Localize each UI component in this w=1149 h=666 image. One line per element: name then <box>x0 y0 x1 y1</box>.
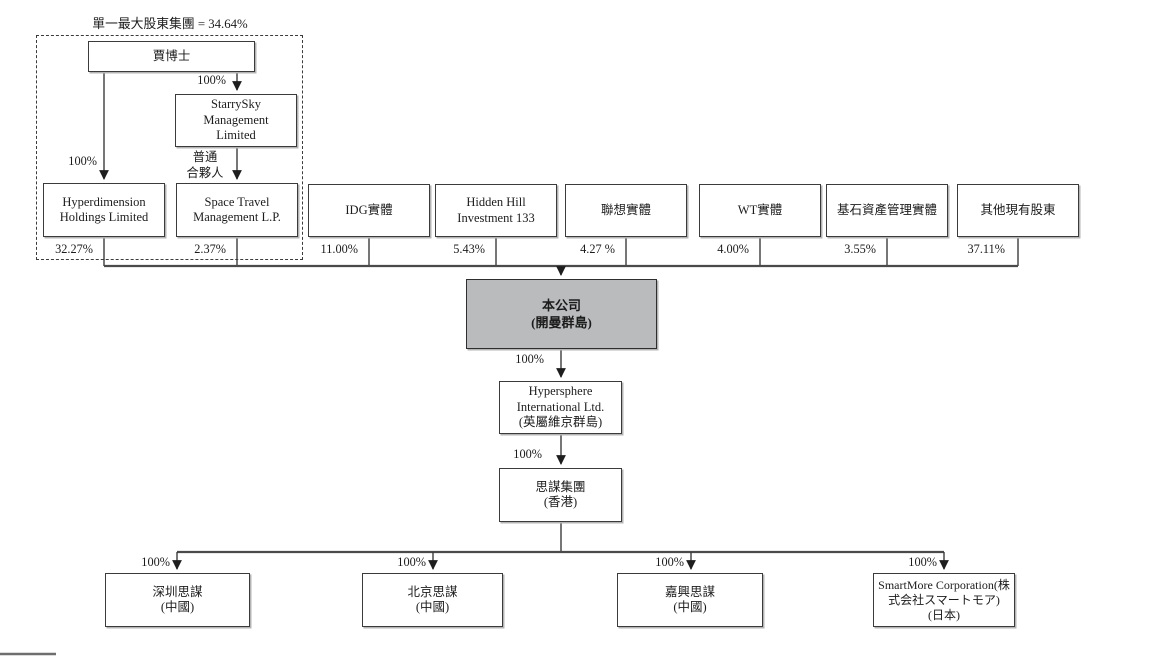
node-hyperdimension: Hyperdimension Holdings Limited <box>43 183 165 237</box>
pct-hiddenhill: 5.43% <box>453 242 485 256</box>
node-idg: IDG實體 <box>308 184 430 237</box>
node-japan-line2: 式会社スマートモア) <box>888 592 1000 607</box>
node-spacetravel-line2: Management L.P. <box>193 210 281 224</box>
node-jiaxing-line2: (中國) <box>673 600 707 614</box>
edge-label-smgroup-beijing: 100% <box>397 555 426 569</box>
node-others-label: 其他現有股東 <box>980 202 1056 217</box>
pct-lenovo: 4.27 % <box>580 242 615 256</box>
edge-label-smgroup-japan: 100% <box>908 555 937 569</box>
node-hypersphere-line3: (英屬維京群島) <box>518 415 603 430</box>
pct-cornerstone: 3.55% <box>844 242 876 256</box>
node-starrysky-line1: StarrySky <box>211 97 261 112</box>
edge-label-smgroup-jiaxing: 100% <box>655 555 684 569</box>
node-smgroup-line2: (香港) <box>543 495 578 509</box>
node-wt: WT實體 <box>699 184 821 237</box>
edge-label-hypersphere-smgroup: 100% <box>513 447 542 461</box>
pct-idg: 11.00% <box>320 242 358 256</box>
node-smgroup: 思謀集團 (香港) <box>499 468 622 522</box>
node-hiddenhill: Hidden Hill Investment 133 <box>435 184 557 237</box>
node-hiddenhill-line2: Investment 133 <box>457 210 535 225</box>
node-company-line1: 本公司 <box>541 298 581 313</box>
node-hyperdimension-line2: Holdings Limited <box>59 210 149 224</box>
node-beijing-line2: (中國) <box>415 600 450 614</box>
pct-hyperdimension: 32.27% <box>55 242 93 256</box>
node-cornerstone: 基石資產管理實體 <box>826 184 948 237</box>
node-hypersphere-line1: Hypersphere <box>528 384 593 399</box>
node-starrysky-line2: Management <box>203 112 269 127</box>
node-spacetravel: Space Travel Management L.P. <box>176 183 298 237</box>
node-shenzhen-line1: 深圳思謀 <box>152 584 203 599</box>
node-company: 本公司 (開曼群島) <box>466 279 657 349</box>
node-company-line2: (開曼群島) <box>531 315 592 330</box>
node-founder: 賈博士 <box>88 41 255 72</box>
edge-label-founder-hyperdimension: 100% <box>68 154 97 168</box>
pct-spacetravel: 2.37% <box>194 242 226 256</box>
edge-label-general-partner: 普通 合夥人 <box>181 149 229 181</box>
pct-wt: 4.00% <box>717 242 749 256</box>
node-shenzhen-line2: (中國) <box>160 600 195 614</box>
node-cornerstone-label: 基石資產管理實體 <box>836 202 937 217</box>
node-starrysky-line3: Limited <box>216 128 256 143</box>
largest-shareholder-group-outline <box>36 35 303 260</box>
node-japan: SmartMore Corporation(株 式会社スマートモア) (日本) <box>873 573 1015 627</box>
node-jiaxing-line1: 嘉興思謀 <box>664 584 715 599</box>
edge-label-general-partner-line2: 合夥人 <box>186 166 224 180</box>
pct-others: 37.11% <box>967 242 1005 256</box>
edge-label-company-hypersphere: 100% <box>515 352 544 366</box>
node-lenovo-label: 聯想實體 <box>600 202 651 217</box>
node-starrysky: StarrySky Management Limited <box>175 94 297 147</box>
node-others: 其他現有股東 <box>957 184 1079 237</box>
node-spacetravel-line1: Space Travel <box>204 194 270 209</box>
edge-label-founder-starrysky: 100% <box>197 73 226 87</box>
node-japan-line3: (日本) <box>928 607 960 622</box>
node-hyperdimension-line1: Hyperdimension <box>62 194 146 209</box>
edge-label-smgroup-shenzhen: 100% <box>141 555 170 569</box>
node-jiaxing: 嘉興思謀 (中國) <box>617 573 763 627</box>
node-hypersphere-line2: International Ltd. <box>516 399 605 414</box>
node-hiddenhill-line1: Hidden Hill <box>466 195 526 209</box>
node-idg-label: IDG實體 <box>345 202 393 217</box>
node-beijing: 北京思謀 (中國) <box>362 573 503 627</box>
largest-shareholder-group-label: 單一最大股東集團 = 34.64% <box>92 17 248 31</box>
node-smgroup-line1: 思謀集團 <box>535 479 586 494</box>
node-hypersphere: Hypersphere International Ltd. (英屬維京群島) <box>499 381 622 434</box>
node-founder-label: 賈博士 <box>152 48 191 63</box>
node-japan-line1: SmartMore Corporation(株 <box>878 577 1010 592</box>
node-shenzhen: 深圳思謀 (中國) <box>105 573 250 627</box>
node-beijing-line1: 北京思謀 <box>407 584 458 599</box>
node-lenovo: 聯想實體 <box>565 184 687 237</box>
node-wt-label: WT實體 <box>737 202 783 217</box>
edge-label-general-partner-line1: 普通 <box>192 150 218 164</box>
